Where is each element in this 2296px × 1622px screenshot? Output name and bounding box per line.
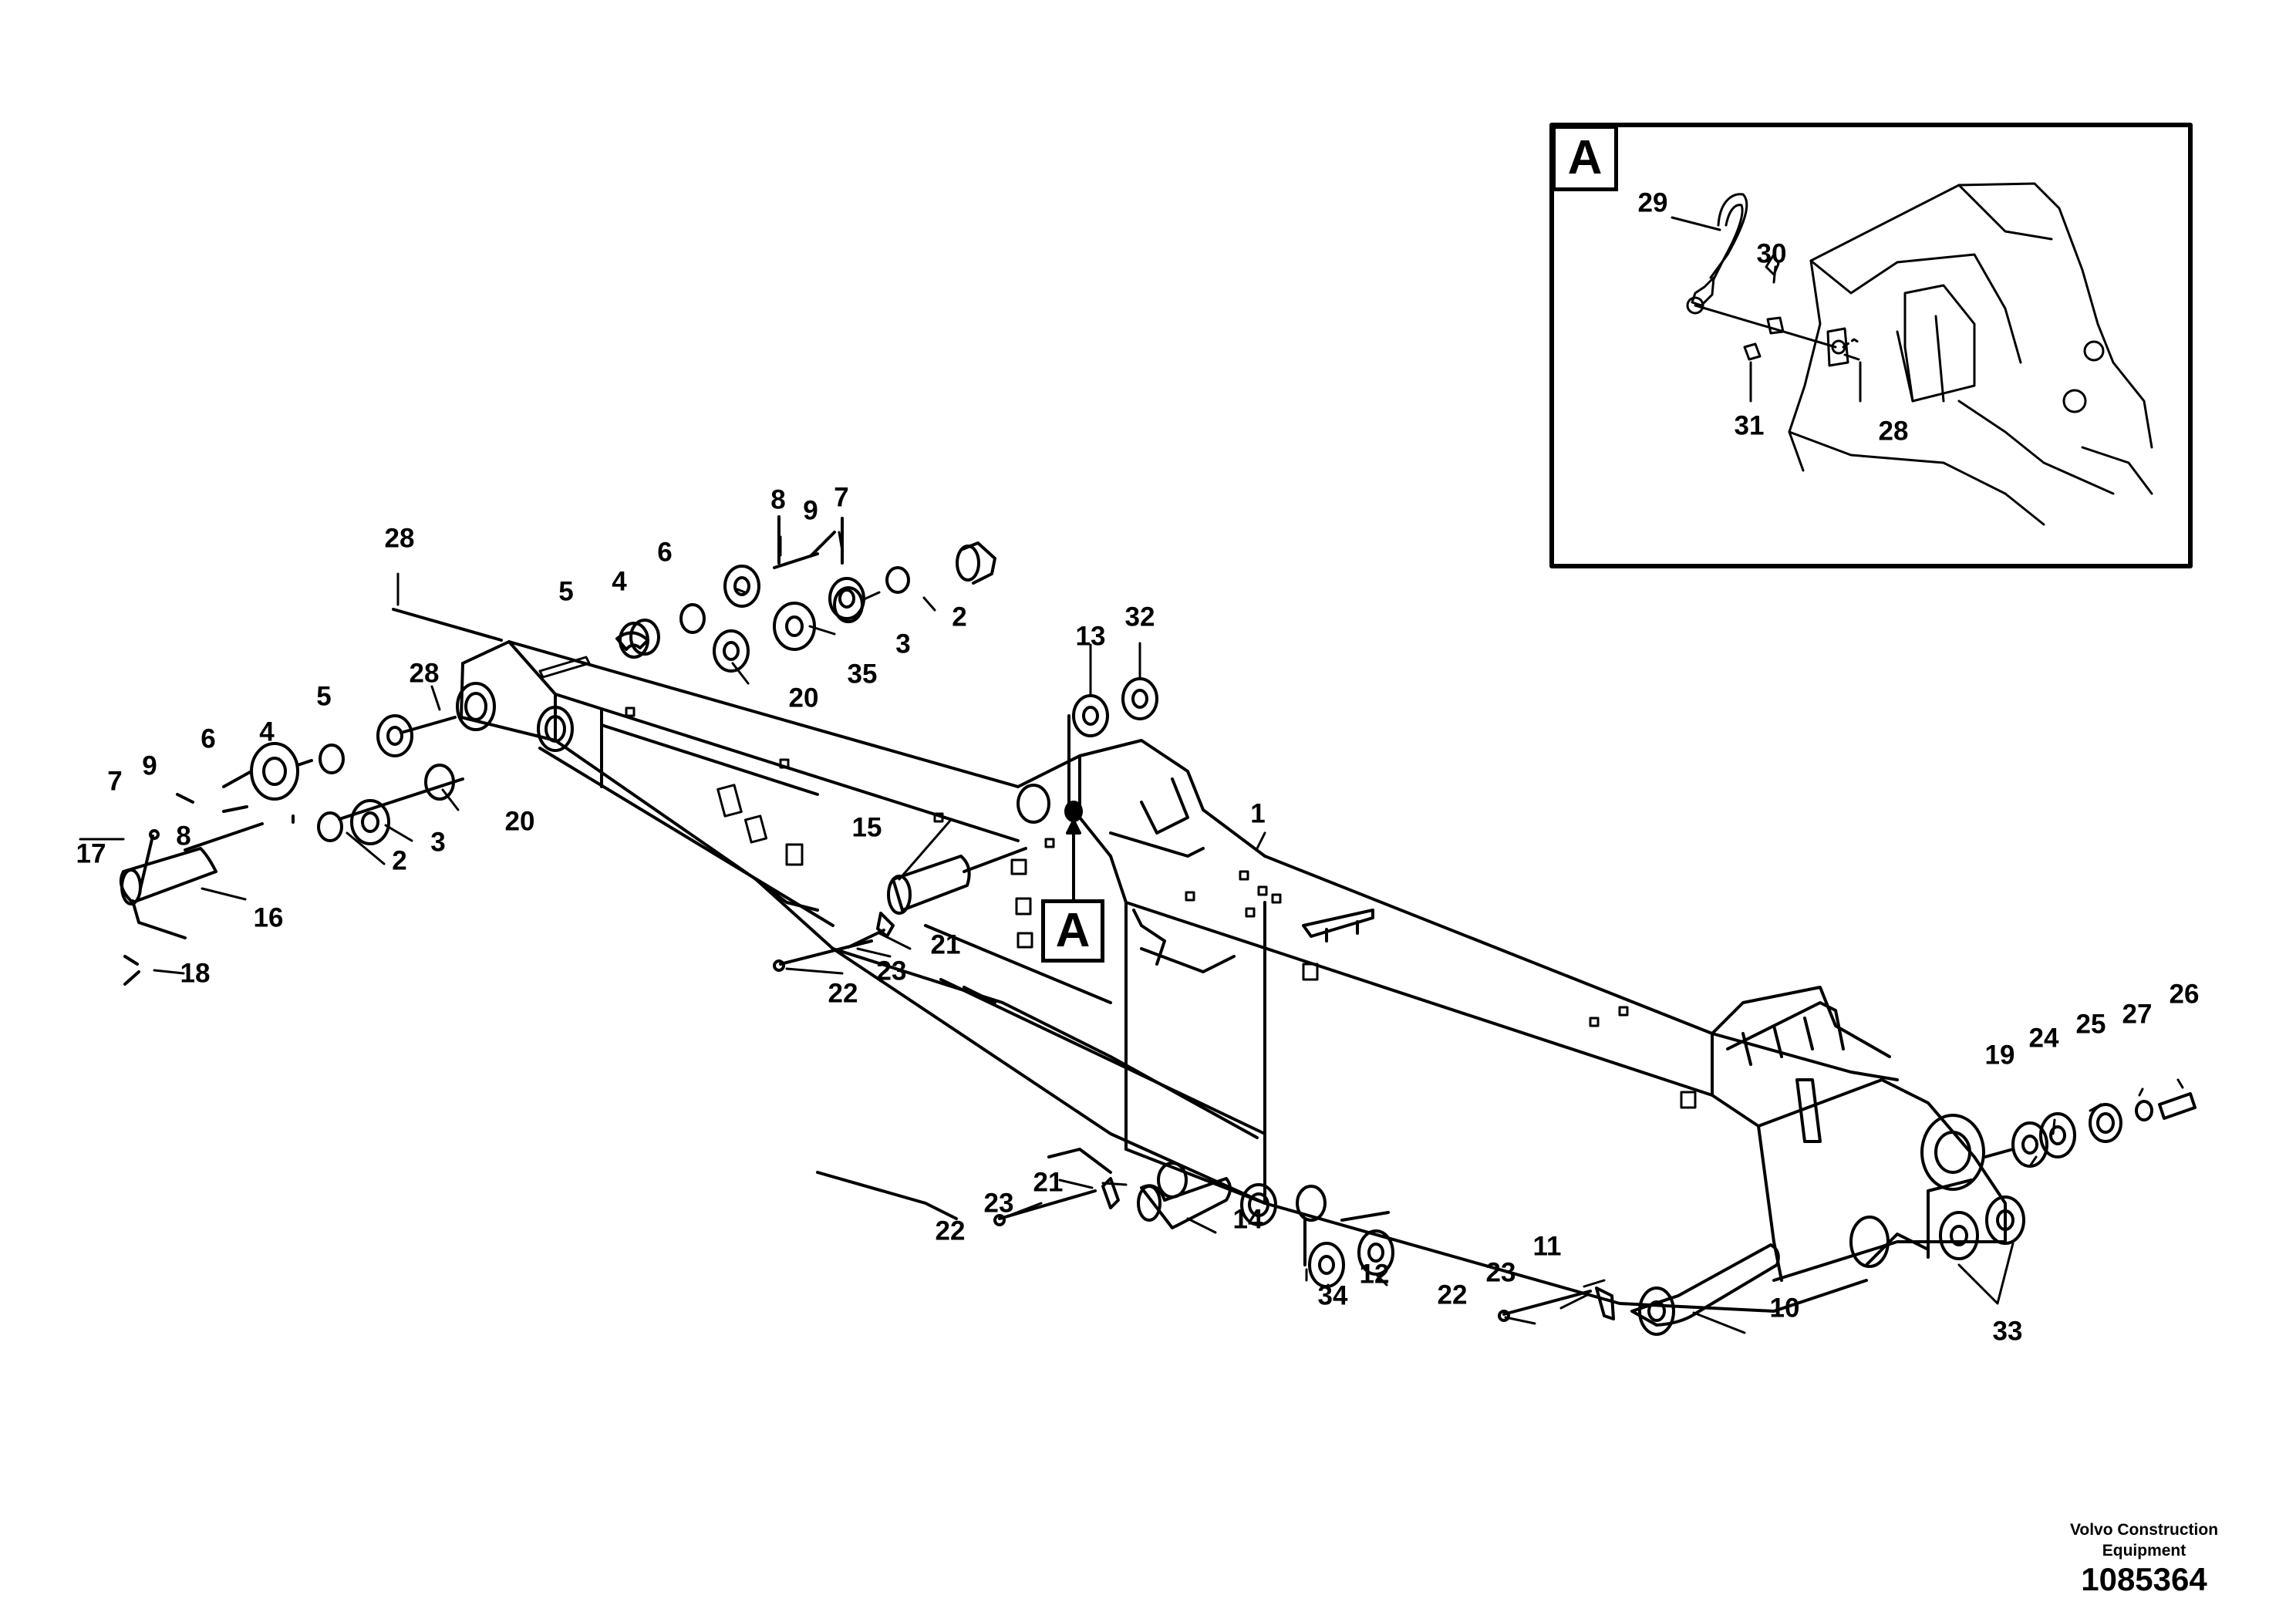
callout-7-lower: 7	[107, 766, 123, 797]
callout-9-lower: 9	[142, 750, 157, 781]
detail-frame	[1549, 123, 2193, 568]
boom-eyes	[456, 682, 1985, 1268]
wear-pads	[538, 656, 1697, 1109]
left-parts	[120, 714, 464, 986]
detail-leaders	[1671, 216, 1862, 403]
callout-21-upper: 21	[930, 929, 961, 960]
callout-24: 24	[2028, 1023, 2059, 1054]
callout-20-upper: 20	[788, 683, 819, 713]
callout-14: 14	[1232, 1204, 1263, 1235]
callout-4-lower: 4	[259, 717, 275, 747]
center-parts	[773, 847, 1027, 972]
callout-3-upper: 3	[895, 629, 911, 659]
callout-33: 33	[1992, 1316, 2023, 1347]
callout-28-lower: 28	[409, 658, 440, 689]
callout-23-lower: 23	[1485, 1257, 1516, 1288]
callout-27: 27	[2122, 999, 2153, 1030]
callout-25: 25	[2075, 1009, 2106, 1040]
view-marker-arrow	[1064, 801, 1083, 901]
callout-16: 16	[253, 902, 284, 933]
callout-10: 10	[1769, 1293, 1800, 1324]
drawing-number: 1085364	[2081, 1561, 2207, 1597]
callout-21-lower: 21	[1033, 1167, 1064, 1198]
detail-hose	[1686, 193, 1860, 361]
callout-17: 17	[76, 838, 106, 869]
callout-5-upper: 5	[558, 576, 574, 607]
callout-8-lower: 8	[176, 821, 191, 851]
callout-4-upper: 4	[612, 566, 627, 597]
callout-2-lower: 2	[392, 845, 407, 876]
view-marker-label: A	[1041, 899, 1104, 963]
callout-3-lower: 3	[430, 827, 446, 858]
callout-2-upper: 2	[952, 602, 967, 632]
callout-18: 18	[180, 958, 211, 989]
callout-35: 35	[847, 659, 878, 690]
lower-parts	[993, 677, 2197, 1336]
company-name: Volvo Construction Equipment	[2052, 1519, 2237, 1562]
callout-13: 13	[1075, 621, 1106, 652]
callout-23-middle: 23	[983, 1188, 1014, 1219]
callout-29: 29	[1637, 187, 1668, 218]
callout-9-upper: 9	[803, 495, 818, 526]
company-line-2: Equipment	[2102, 1542, 2186, 1560]
callout-32: 32	[1124, 602, 1155, 632]
callout-6-upper: 6	[657, 537, 673, 568]
callout-1: 1	[1250, 798, 1266, 829]
callout-28-upper: 28	[384, 523, 415, 554]
callout-11: 11	[1532, 1231, 1562, 1262]
callout-22-upper: 22	[828, 978, 858, 1009]
callout-26: 26	[2169, 979, 2200, 1010]
callout-12: 12	[1359, 1259, 1390, 1290]
leader-lines	[79, 531, 2184, 1334]
callout-28-detail: 28	[1878, 416, 1909, 447]
callout-8-upper: 8	[770, 484, 786, 515]
detail-box-label: A	[1552, 125, 1618, 191]
callout-22-lower: 22	[1437, 1280, 1468, 1310]
callout-15: 15	[851, 812, 882, 843]
callout-6-lower: 6	[201, 723, 216, 754]
callout-23-upper: 23	[876, 956, 907, 986]
callout-22-middle: 22	[935, 1216, 966, 1246]
callout-34: 34	[1317, 1280, 1348, 1311]
detail-boom-head	[1788, 182, 2153, 526]
company-line-1: Volvo Construction	[2069, 1521, 2219, 1539]
callout-5-lower: 5	[316, 681, 332, 712]
callout-31: 31	[1734, 410, 1765, 441]
callout-19: 19	[1984, 1040, 2015, 1071]
callout-30: 30	[1756, 238, 1787, 269]
callout-7-upper: 7	[834, 482, 849, 513]
callout-20-lower: 20	[504, 806, 535, 837]
